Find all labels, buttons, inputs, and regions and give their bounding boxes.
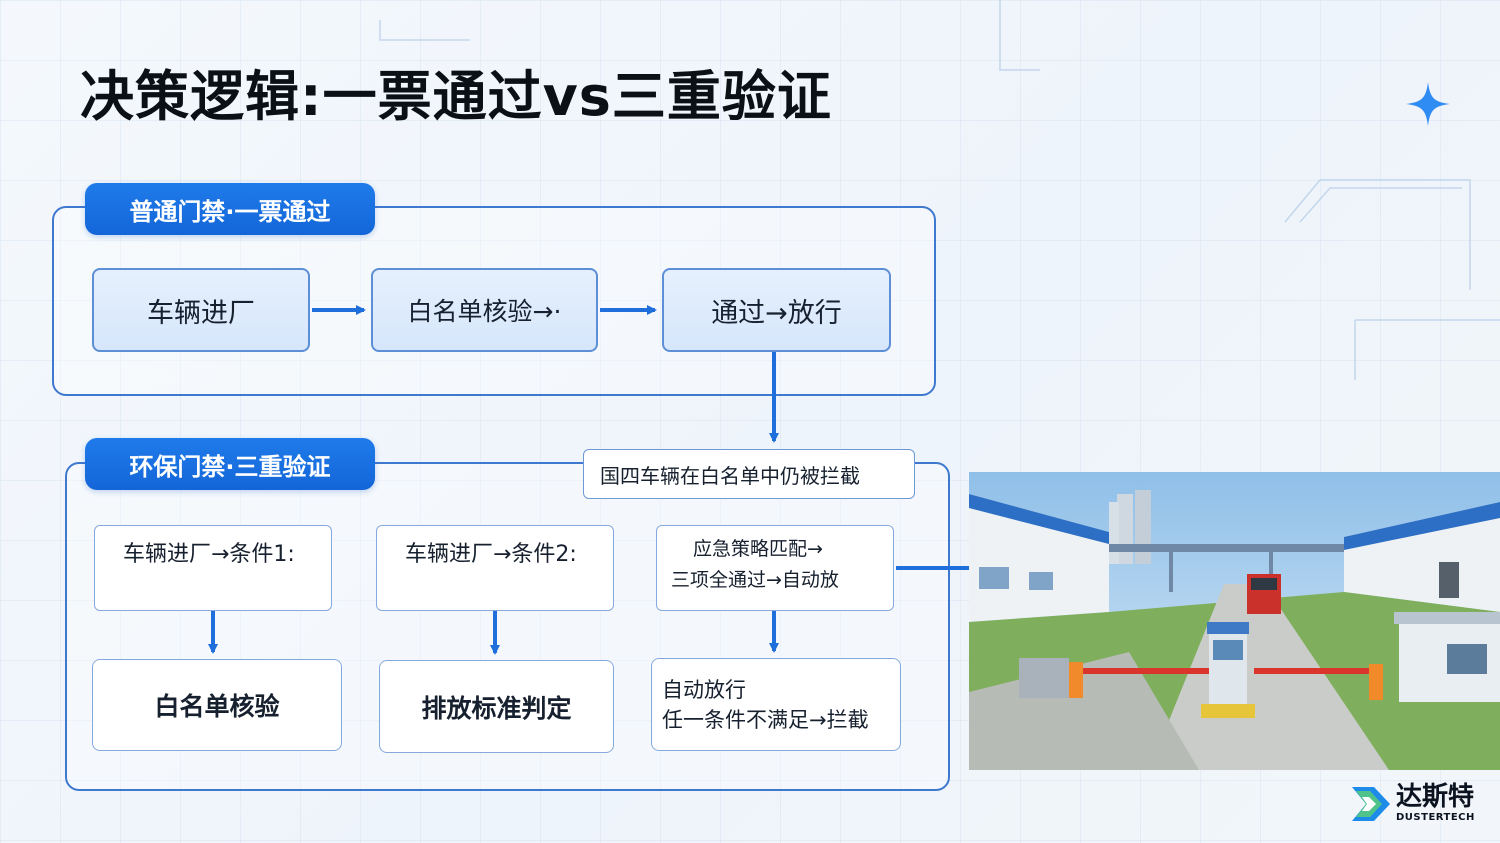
eco-emergency-policy: 应急策略匹配→ 三项全通过→自动放 <box>656 525 894 611</box>
brand-logo: 达斯特 DUSTERTECH <box>1352 784 1475 823</box>
ordinary-step-pass-release: 通过→放行 <box>662 268 891 352</box>
emergency-line-1: 应急策略匹配→ <box>693 538 823 560</box>
auto-line-2: 任一条件不满足→拦截 <box>662 707 869 732</box>
factory-gate-photo <box>969 472 1500 770</box>
logo-english-name: DUSTERTECH <box>1396 812 1475 823</box>
eco-condition-2: 车辆进厂→条件2: <box>376 525 614 611</box>
sparkle-icon <box>1406 82 1450 126</box>
dustertech-logo-icon <box>1352 786 1390 821</box>
eco-result-auto-release: 自动放行 任一条件不满足→拦截 <box>651 658 901 751</box>
auto-line-1: 自动放行 <box>662 677 746 702</box>
emergency-line-2: 三项全通过→自动放 <box>671 569 839 591</box>
ordinary-step-whitelist-check: 白名单核验→· <box>371 268 598 352</box>
eco-gate-tag: 环保门禁·三重验证 <box>85 438 375 490</box>
ordinary-gate-tag: 普通门禁·一票通过 <box>85 183 375 235</box>
eco-result-emission: 排放标准判定 <box>379 660 614 753</box>
interception-note: 国四车辆在白名单中仍被拦截 <box>583 449 915 499</box>
logo-chinese-name: 达斯特 <box>1396 782 1475 812</box>
ordinary-step-vehicle-entry: 车辆进厂 <box>92 268 310 352</box>
eco-result-whitelist: 白名单核验 <box>92 659 342 751</box>
eco-condition-1: 车辆进厂→条件1: <box>94 525 332 611</box>
page-title: 决策逻辑:一票通过vs三重验证 <box>80 65 832 128</box>
